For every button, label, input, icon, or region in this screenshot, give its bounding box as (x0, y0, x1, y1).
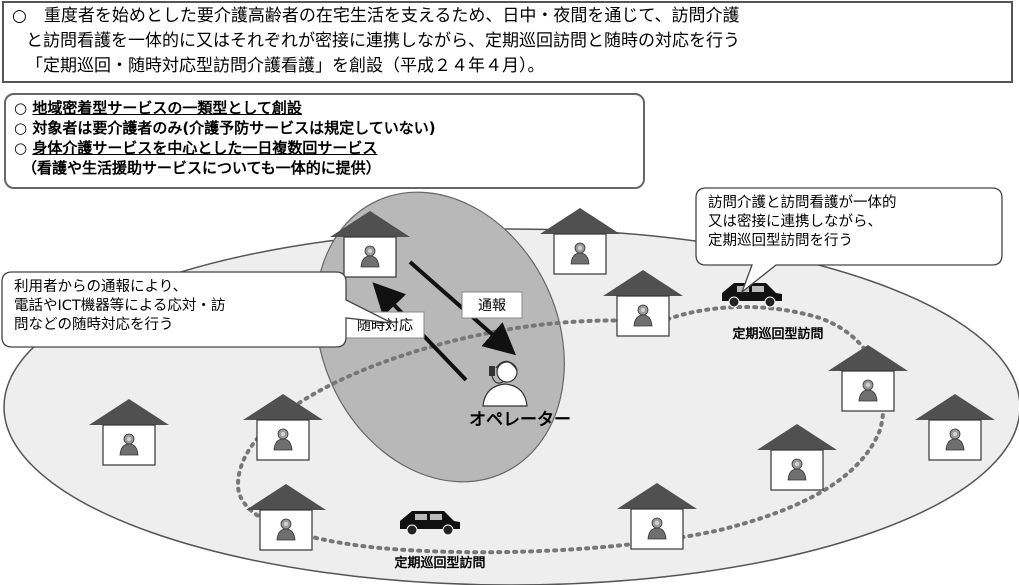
feature-text: 対象者は要介護者のみ(介護予防サービスは規定していない) (32, 119, 436, 137)
callout-line: 利用者からの通報により、 (14, 279, 188, 295)
circle-bullet-icon: ○ (14, 139, 28, 157)
left-callout: 利用者からの通報により、 電話やICT機器等による応対・訪 問などの随時対応を行… (6, 274, 344, 339)
summary-line: 「定期巡回・随時対応型訪問介護看護」を創設（平成２４年４月）。 (26, 56, 545, 76)
operator-icon (482, 360, 528, 407)
feature-text: 身体介護サービスを中心とした一日複数回サービス (32, 139, 378, 157)
callout-line: 又は密接に連携しながら、 (708, 214, 882, 230)
right-callout: 訪問介護と訪問看護が一体的 又は密接に連携しながら、 定期巡回型訪問を行う (700, 190, 1000, 255)
callout-line: 電話やICT機器等による応対・訪 (14, 298, 226, 314)
circle-bullet-icon: ○ (14, 119, 28, 137)
callout-line: 定期巡回型訪問を行う (708, 233, 853, 249)
features-box: ○ 地域密着型サービスの一類型として創設 ○ 対象者は要介護者のみ(介護予防サー… (4, 93, 645, 189)
feature-text: 地域密着型サービスの一類型として創設 (32, 99, 302, 117)
feature-item: ○ 地域密着型サービスの一類型として創設 (14, 98, 635, 118)
feature-sub-note: （看護や生活援助サービスについても一体的に提供） (22, 159, 381, 177)
operator-label: オペレーター (469, 410, 571, 430)
left-callout-shape (1, 271, 393, 348)
callout-line: 問などの随時対応を行う (14, 317, 174, 333)
summary-line: ○ 重度者を始めとした要介護高齢者の在宅生活を支えるため、日中・夜間を通じて、訪… (12, 6, 740, 26)
report-arrow (408, 260, 517, 356)
summary-box: ○ 重度者を始めとした要介護高齢者の在宅生活を支えるため、日中・夜間を通じて、訪… (2, 1, 1013, 83)
patrol-route-path (235, 305, 886, 555)
response-label: 随時対応 (357, 318, 413, 334)
report-label: 通報 (478, 298, 506, 314)
summary-line: と訪問看護を一体的に又はそれぞれが密接に連携しながら、定期巡回訪問と随時の対応を… (26, 31, 740, 51)
feature-item: ○ 身体介護サービスを中心とした一日複数回サービス (14, 138, 635, 158)
feature-item: ○ 対象者は要介護者のみ(介護予防サービスは規定していない) (14, 118, 635, 138)
circle-bullet-icon: ○ (14, 99, 28, 117)
right-callout-shape (695, 187, 1003, 294)
patrol-route-label-right: 定期巡回型訪問 (731, 326, 823, 342)
patrol-route-label-bottom: 定期巡回型訪問 (393, 555, 485, 571)
callout-line: 訪問介護と訪問看護が一体的 (708, 195, 897, 211)
